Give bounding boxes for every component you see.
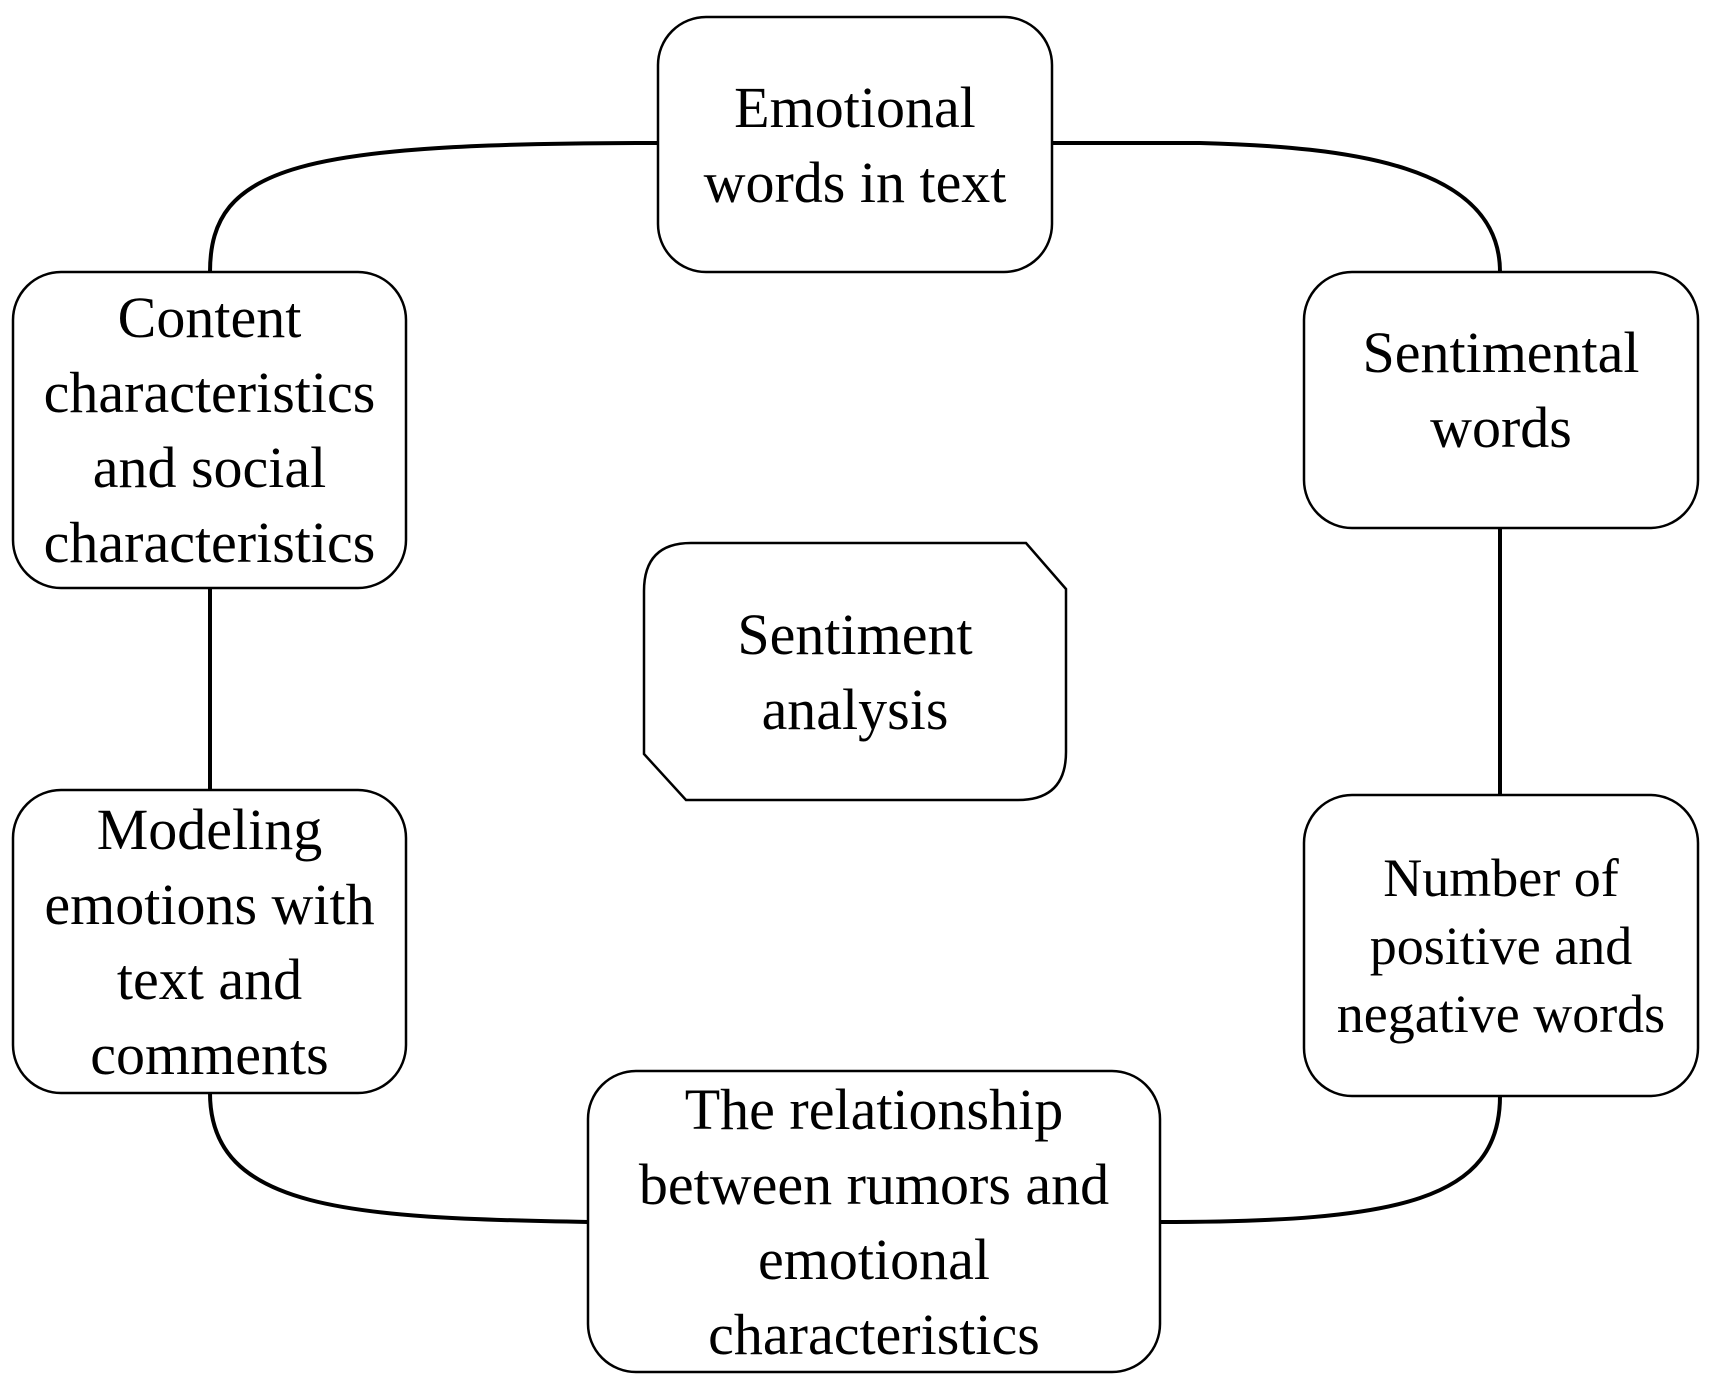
- connector-emotional-to-sentimental: [1052, 141, 1502, 273]
- node-label-line: characteristics: [43, 360, 376, 425]
- node-box-content-social: [11, 270, 408, 590]
- node-label-line: negative words: [1336, 983, 1666, 1044]
- node-label-line: positive and: [1369, 915, 1633, 976]
- connector-relationship-to-modeling: [208, 1092, 589, 1224]
- node-label-line: comments: [90, 1021, 329, 1087]
- connector-number-to-relationship: [1159, 1095, 1502, 1224]
- node-label-line: words: [1430, 395, 1572, 460]
- node-box-number-pos-neg: [1302, 793, 1700, 1098]
- node-box-relationship-rumors: [586, 1069, 1162, 1374]
- node-label-line: characteristics: [43, 510, 376, 575]
- node-box-modeling-emotions: [11, 788, 408, 1095]
- node-label-line: Sentiment: [737, 601, 973, 667]
- node-label-line: characteristics: [708, 1301, 1040, 1367]
- node-label-line: The relationship: [684, 1076, 1064, 1142]
- node-label-line: Sentimental: [1362, 320, 1640, 385]
- node-emotional-words: Emotional words in text: [658, 17, 1052, 272]
- node-label-line: between rumors and: [638, 1151, 1110, 1217]
- node-label-line: and social: [92, 435, 327, 500]
- node-relationship-rumors: The relationship between rumors and emot…: [588, 1071, 1160, 1372]
- node-number-pos-neg: Number of positive and negative words: [1304, 795, 1698, 1096]
- node-label-line: emotional: [758, 1226, 990, 1292]
- node-label-line: Number of: [1383, 847, 1619, 908]
- node-label-line: Content: [117, 285, 302, 350]
- node-sentiment-analysis: Sentiment analysis: [644, 543, 1066, 800]
- node-content-social: Content characteristics and social chara…: [13, 272, 406, 588]
- node-label-line: words in text: [703, 149, 1007, 215]
- node-sentimental-words: Sentimental words: [1304, 272, 1698, 528]
- node-label-line: Emotional: [734, 74, 976, 140]
- node-label-line: Modeling: [96, 796, 323, 862]
- node-box-sentimental-words: [1302, 270, 1700, 530]
- node-modeling-emotions: Modeling emotions with text and comments: [13, 790, 406, 1093]
- node-label-line: emotions with: [44, 871, 375, 937]
- connector-content-to-emotional: [208, 141, 659, 273]
- node-box-sentiment-analysis: [642, 541, 1068, 802]
- node-label-line: analysis: [761, 676, 949, 742]
- node-label-line: text and: [116, 946, 303, 1012]
- node-box-emotional-words: [656, 15, 1054, 274]
